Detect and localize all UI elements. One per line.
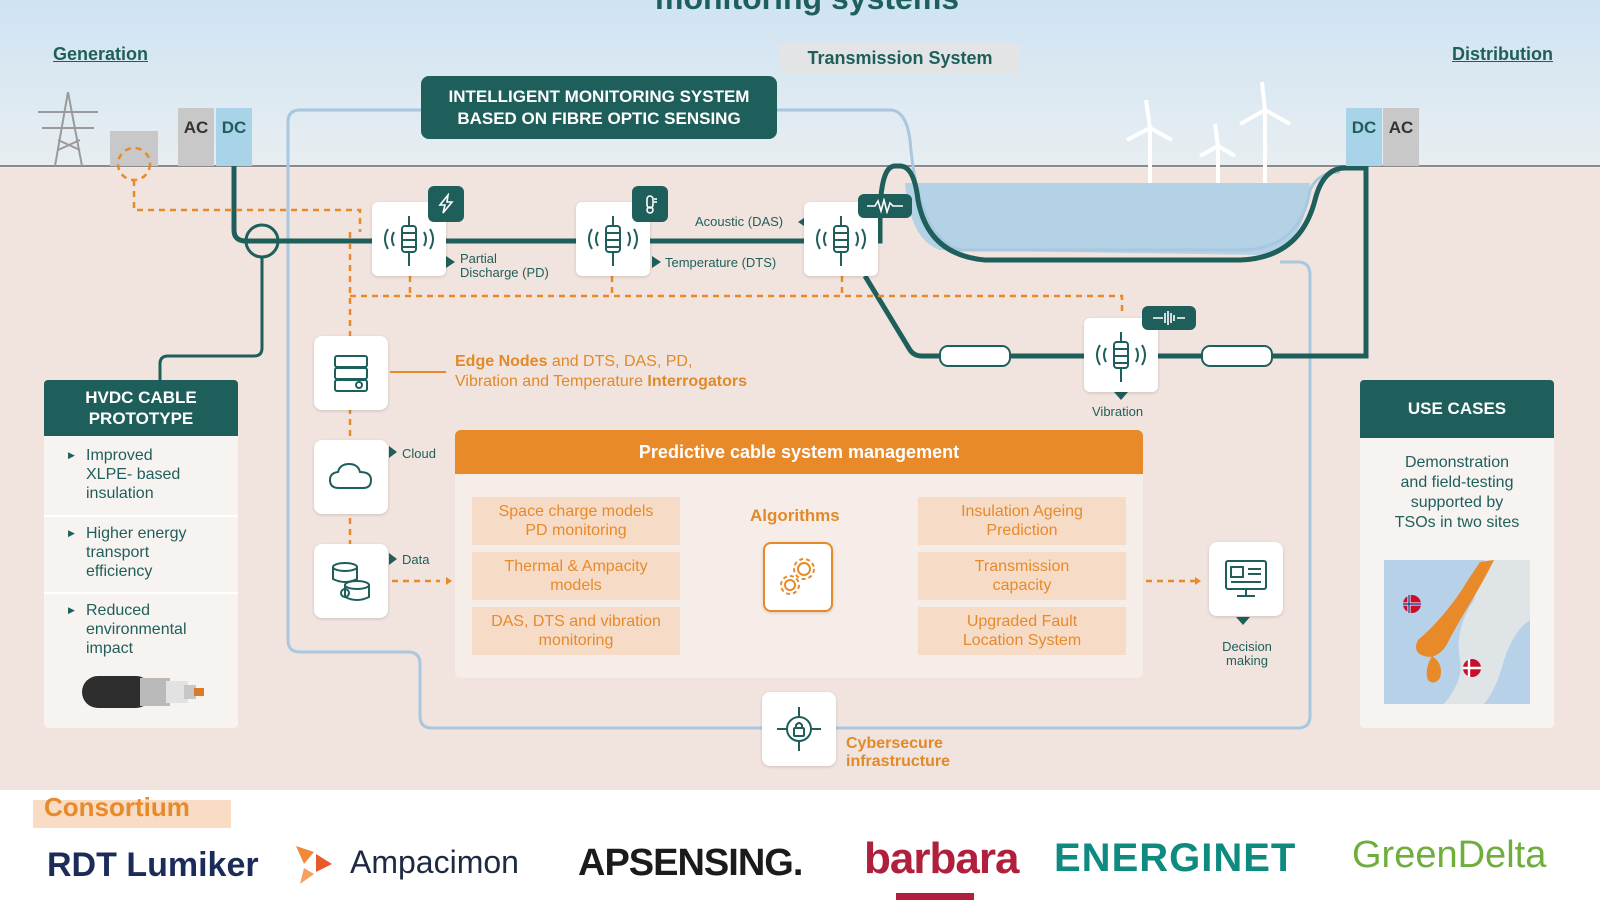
fibre-sensor-icon xyxy=(1096,332,1146,382)
pd-label: Partial Discharge (PD) xyxy=(460,251,549,280)
das-label: Acoustic (DAS) xyxy=(695,214,784,229)
right-ac-converter: AC xyxy=(1383,108,1419,166)
fibre-sensor-icon xyxy=(588,216,638,266)
logo-ampacimon: Ampacimon xyxy=(350,844,519,880)
cable-cross-section-icon xyxy=(82,676,204,708)
use-cases-description: Demonstration and field-testing supporte… xyxy=(1394,454,1520,531)
ampacimon-logo-mark xyxy=(296,846,332,884)
fibre-sensor-icon xyxy=(384,216,434,266)
monitor-dashboard-icon xyxy=(1225,560,1267,597)
vibration-label: Vibration xyxy=(1092,404,1144,419)
waveform-icon xyxy=(867,198,903,214)
intelligent-monitoring-system-banner: INTELLIGENT MONITORING SYSTEM BASED ON F… xyxy=(421,76,777,139)
lightning-icon xyxy=(438,193,454,214)
logo-greendelta: GreenDelta xyxy=(1352,834,1547,876)
hvdc-separator xyxy=(44,592,238,594)
algorithms-box xyxy=(763,542,833,612)
ims-line-2: BASED ON FIBRE OPTIC SENSING xyxy=(457,108,741,128)
hvdc-separator xyxy=(44,515,238,517)
logo-apsensing: APSENSING. xyxy=(578,842,803,884)
distribution-label: Distribution xyxy=(1452,44,1553,64)
logo-rdt-lumiker: RDT Lumiker xyxy=(47,846,259,884)
thermometer-icon xyxy=(646,195,657,214)
consortium-label-bg xyxy=(33,800,231,828)
pylon-icon xyxy=(38,91,98,167)
decision-making-label: Decision making xyxy=(1222,639,1272,668)
predictive-management-title: Predictive cable system management xyxy=(455,430,1143,474)
consortium-footer xyxy=(0,790,1600,900)
left-ac-converter: AC xyxy=(178,108,214,166)
sky-background xyxy=(0,0,1600,168)
edge-nodes-description: Edge Nodes and DTS, DAS, PD, Vibration a… xyxy=(455,353,747,390)
vibration-sensor xyxy=(1084,318,1158,392)
data-label: Data xyxy=(402,552,430,567)
gears-icon xyxy=(780,558,815,595)
vibration-badge xyxy=(1142,306,1196,330)
dts-badge xyxy=(632,186,668,222)
lock-circuit-icon xyxy=(777,707,821,751)
use-cases-title: USE CASES xyxy=(1360,380,1554,438)
cybersecure-label: Cybersecure infrastructure xyxy=(846,735,951,770)
cloud-label: Cloud xyxy=(402,446,436,461)
wind-turbine-icons xyxy=(1126,81,1291,183)
cloud-box xyxy=(314,440,388,514)
logo-barbara: barbara xyxy=(864,834,1019,883)
left-dc-converter: DC xyxy=(216,108,252,166)
transmission-system-label: Transmission System xyxy=(780,43,1020,73)
consortium-label: Consortium xyxy=(44,792,190,822)
generator-box xyxy=(110,131,158,166)
barbara-underline xyxy=(896,893,974,900)
page-title: monitoring systems xyxy=(655,0,959,17)
pd-badge xyxy=(428,186,464,222)
scandinavia-map xyxy=(1384,560,1530,704)
decision-making-box xyxy=(1209,542,1283,616)
edge-node-box xyxy=(314,336,388,410)
right-dc-converter: DC xyxy=(1346,108,1382,166)
sea-area xyxy=(905,183,1310,255)
data-box xyxy=(314,544,388,618)
generation-label: Generation xyxy=(53,44,149,64)
algorithms-label: Algorithms xyxy=(750,506,840,525)
ims-line-1: INTELLIGENT MONITORING SYSTEM xyxy=(448,86,750,106)
logo-energinet: ENERGINET xyxy=(1054,836,1297,880)
dts-label: Temperature (DTS) xyxy=(665,255,777,270)
vibration-wave-icon xyxy=(1153,311,1185,325)
das-badge xyxy=(858,194,912,218)
fibre-sensor-icon xyxy=(816,216,866,266)
cable-joints xyxy=(939,345,1273,367)
database-icon xyxy=(332,562,370,601)
server-icon xyxy=(334,355,368,392)
cloud-icon xyxy=(328,462,373,489)
cybersecure-box xyxy=(762,692,836,766)
